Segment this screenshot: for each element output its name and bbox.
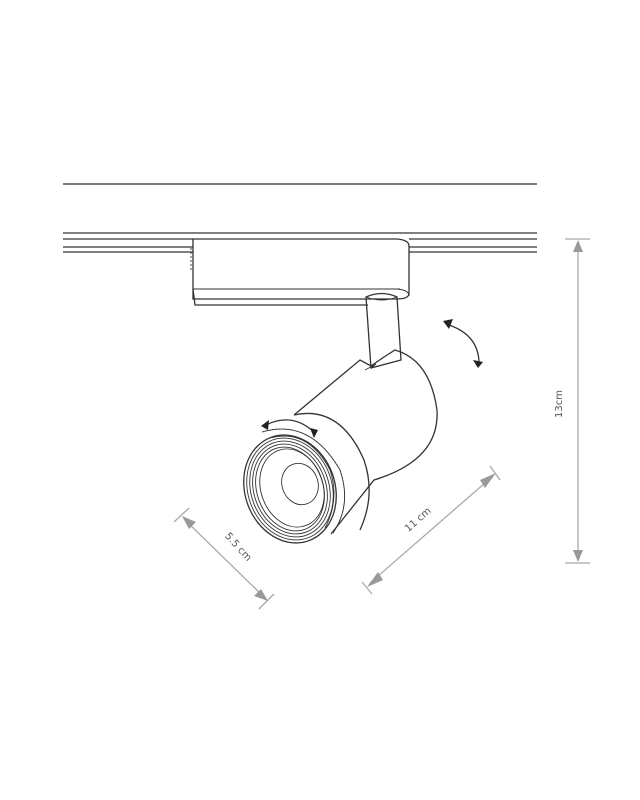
length-label: 11 cm xyxy=(403,506,434,535)
tilt-arrow-icon xyxy=(443,319,483,368)
track-rail xyxy=(63,232,537,253)
height-label: 13cm xyxy=(554,390,565,418)
lens-ring xyxy=(243,428,346,544)
stem xyxy=(365,292,402,369)
rotate-arrow-icon xyxy=(261,419,318,438)
diameter-label: 5.5 cm xyxy=(222,531,253,564)
track-adapter xyxy=(190,238,410,306)
spot-body xyxy=(293,349,438,535)
diameter-dimension: 5.5 cm xyxy=(173,507,275,610)
height-dimension: 13cm xyxy=(554,238,590,564)
length-dimension: 11 cm xyxy=(361,465,501,595)
lens xyxy=(281,462,319,506)
